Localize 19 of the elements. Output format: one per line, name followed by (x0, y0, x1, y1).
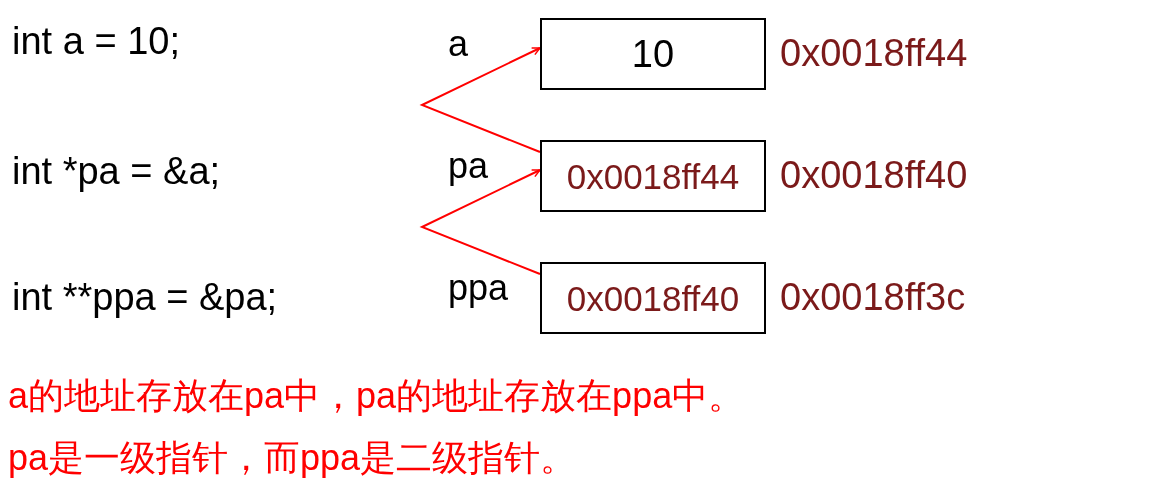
memory-cell (540, 18, 766, 90)
address-text: 0x0018ff3c (780, 278, 966, 316)
note-text: pa是一级指针，而ppa是二级指针。 (8, 440, 577, 476)
memory-cell (540, 262, 766, 334)
arrow (419, 169, 541, 275)
code-line: int **ppa = &pa; (12, 278, 278, 316)
variable-name: ppa (448, 270, 509, 306)
code-line: int a = 10; (12, 22, 180, 60)
cell-value: 0x0018ff44 (566, 158, 740, 194)
variable-name: a (448, 26, 469, 62)
address-text: 0x0018ff40 (780, 156, 968, 194)
note-text: a的地址存放在pa中，pa的地址存放在ppa中。 (8, 378, 745, 414)
variable-name: pa (448, 148, 489, 184)
arrow (419, 47, 541, 153)
address-text: 0x0018ff44 (780, 34, 968, 72)
code-line: int *pa = &a; (12, 152, 221, 190)
cell-value: 10 (631, 35, 675, 73)
cell-value: 0x0018ff40 (566, 280, 740, 316)
memory-cell (540, 140, 766, 212)
